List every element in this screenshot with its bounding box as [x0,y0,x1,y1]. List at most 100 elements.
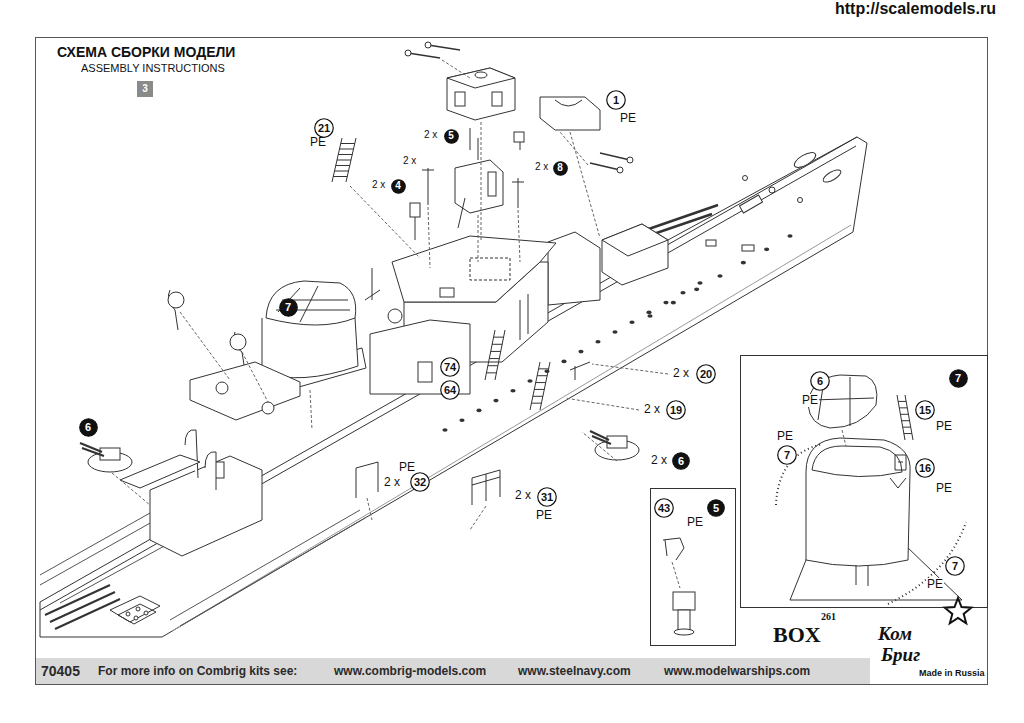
part-material: PE [398,461,416,474]
part-material: PE [935,420,953,433]
callout-circle [538,488,557,507]
porthole [647,314,652,318]
quantity: 2 x [423,130,438,141]
quantity: 2 x [371,180,386,191]
page-frame [36,38,988,685]
callout-number: 64 [440,380,460,400]
callout-number: 7 [949,369,968,388]
watermark: http://scalemodels.ru [834,1,997,18]
porthole [694,288,699,292]
logo-star [945,598,972,623]
porthole [629,320,634,324]
callout-text: 74 [444,362,456,373]
quantity: 2 x [514,489,532,502]
subtitle: ASSEMBLY INSTRUCTIONS [80,63,226,75]
porthole [527,379,532,383]
callout-circle [708,500,725,517]
porthole [459,418,464,422]
callout-number: 19 [666,400,686,420]
callout-number: 8 [553,161,568,176]
quantity: 2 x [383,476,401,489]
callout-number: 6 [810,371,830,391]
part-material: PE [309,136,327,149]
portholes [442,234,792,432]
quantity: 2 x [672,367,690,380]
ladder [332,138,356,182]
part-material: PE [801,394,819,407]
callout-circle [949,369,967,387]
brand-logo: Ком [877,624,913,644]
callout-circle [444,129,458,143]
porthole [578,350,583,354]
diagram-title: СХЕМА СБОРКИ МОДЕЛИ [57,45,235,60]
ladder [530,362,550,410]
web-address: www.modelwarships.com [663,665,811,678]
origin-note: Made in Russia [918,669,986,678]
quantity: 2 x [402,156,417,167]
callout-text: 20 [700,369,712,380]
callout-text: 1 [613,95,619,106]
porthole [476,409,481,413]
callout-text: 7 [952,561,958,572]
callout-text: 7 [784,450,790,461]
callout-number: 7 [945,556,965,576]
callout-text: 7 [285,302,291,313]
callout-text: 8 [557,163,563,173]
callout-circle [916,459,935,478]
callout-number: 6 [672,452,690,470]
leader-lines [112,60,668,530]
callout-number: 6 [79,418,98,437]
callout-number: 21 [314,118,334,138]
callout-circle [607,91,626,110]
porthole [697,281,702,285]
forecastle-fittings [706,150,843,251]
aft-guns [45,585,160,629]
callout-text: 4 [395,181,401,191]
callout-number: 32 [410,472,430,492]
callout-number: 5 [444,129,459,144]
callout-text: 16 [919,463,931,474]
callout-number: 4 [391,179,406,194]
aa-gun [80,431,639,472]
callout-circle [946,557,965,576]
ladder [485,330,505,380]
callout-circle [811,372,830,391]
part-material: PE [935,482,953,495]
callout-number: 43 [654,498,674,518]
quantity: 2 x [650,454,668,467]
callout-circle [411,473,430,492]
brand-logo: Бриг [880,645,921,665]
part-material: PE [776,430,794,443]
callout-circle [916,401,935,420]
callout-text: 21 [318,123,330,134]
deck-fittings [356,362,590,505]
midship-deckhouse [365,268,470,394]
step-number: 3 [137,81,153,97]
inset-5 [651,489,736,646]
forward-turret [602,205,718,285]
porthole [741,261,746,265]
step-box [137,81,153,97]
porthole [493,399,498,403]
porthole [595,340,600,344]
callout-number: 74 [440,357,460,377]
part-material: PE [535,509,553,522]
part-material: PE [686,516,704,529]
callout-circle [553,161,567,175]
part-material: PE [926,578,944,591]
porthole [680,291,685,295]
callout-number: 16 [915,458,935,478]
part-material: PE [619,112,637,125]
footer-band [36,658,870,684]
callout-circle [279,298,297,316]
callout-number: 15 [915,400,935,420]
callout-circle [315,119,334,138]
callout-circle [673,453,690,470]
aft-superstructure [120,290,300,556]
callout-circle [441,381,460,400]
porthole [561,360,566,364]
porthole [764,248,769,252]
web-address: www.combrig-models.com [333,665,487,678]
